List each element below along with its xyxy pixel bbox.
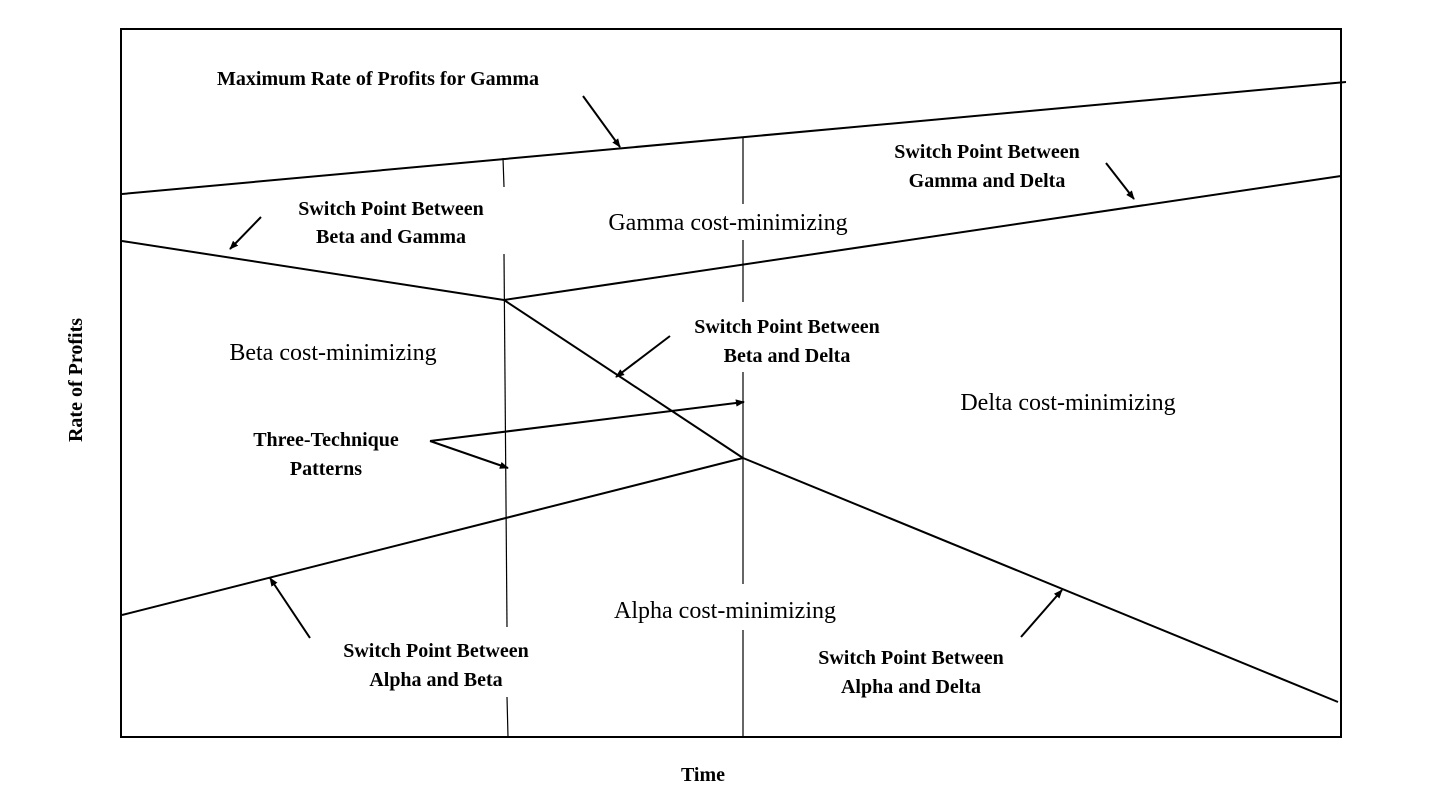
y-axis-label: Rate of Profits bbox=[65, 318, 87, 442]
curve-max-gamma bbox=[121, 81, 1347, 195]
arrow-beta-delta bbox=[615, 335, 671, 378]
label-beta-gamma-line2: Beta and Gamma bbox=[316, 226, 466, 248]
curve-gamma-delta bbox=[503, 175, 1342, 301]
region-beta-label: Beta cost-minimizing bbox=[229, 340, 436, 366]
label-three-technique-line1: Three-Technique bbox=[253, 429, 399, 451]
arrow-alpha-delta bbox=[1020, 589, 1063, 638]
curve-beta-delta bbox=[503, 299, 744, 459]
label-alpha-beta-line2: Alpha and Beta bbox=[369, 669, 502, 691]
curve-beta-gamma bbox=[121, 240, 505, 301]
label-gamma-delta-line1: Switch Point Between bbox=[894, 141, 1080, 163]
label-alpha-beta-line1: Switch Point Between bbox=[343, 640, 529, 662]
arrow-max-gamma bbox=[582, 95, 621, 148]
label-gamma-delta-line2: Gamma and Delta bbox=[909, 170, 1066, 192]
arrow-alpha-beta bbox=[269, 577, 311, 639]
label-alpha-delta-line2: Alpha and Delta bbox=[841, 676, 981, 698]
vertical-line-left bbox=[502, 157, 509, 738]
label-beta-delta-line2: Beta and Delta bbox=[724, 345, 851, 367]
plot-frame bbox=[120, 28, 1342, 738]
region-alpha-label: Alpha cost-minimizing bbox=[614, 598, 836, 624]
label-alpha-delta-line1: Switch Point Between bbox=[818, 647, 1004, 669]
label-max-gamma: Maximum Rate of Profits for Gamma bbox=[217, 68, 539, 90]
arrow-three-technique-lower bbox=[429, 440, 509, 469]
arrow-gamma-delta bbox=[1105, 162, 1135, 200]
arrow-three-technique-upper bbox=[429, 399, 745, 442]
label-beta-delta-line1: Switch Point Between bbox=[694, 316, 880, 338]
x-axis-label: Time bbox=[681, 764, 725, 786]
curve-alpha-delta bbox=[742, 457, 1339, 703]
region-gamma-label: Gamma cost-minimizing bbox=[608, 210, 847, 236]
curve-alpha-beta bbox=[121, 457, 744, 616]
region-delta-label: Delta cost-minimizing bbox=[960, 390, 1175, 416]
label-three-technique-line2: Patterns bbox=[290, 458, 362, 480]
arrow-beta-gamma bbox=[229, 216, 262, 250]
label-beta-gamma-line1: Switch Point Between bbox=[298, 198, 484, 220]
